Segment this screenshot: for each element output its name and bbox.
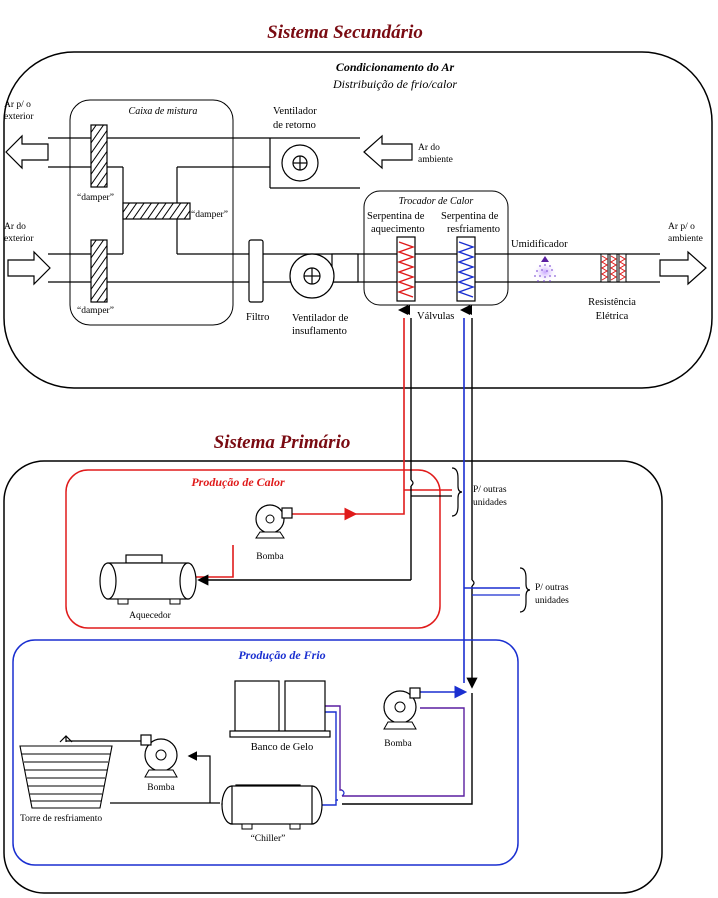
other-units-1-line-2: unidades	[473, 498, 507, 508]
mixing-box-label: Caixa de mistura	[129, 106, 198, 117]
condenser-loop	[59, 735, 220, 804]
air-from-room-1: Ar do	[418, 143, 440, 153]
humidifier-spray	[533, 256, 557, 282]
return-fan	[281, 144, 319, 182]
heat-exchanger-label: Trocador de Calor	[399, 196, 474, 207]
filter-label: Filtro	[246, 312, 269, 323]
supply-fan-label-1: Ventilador de	[292, 313, 349, 324]
cooling-coil-label-1: Serpentina de	[441, 211, 499, 222]
primary-title: Sistema Primário	[214, 432, 351, 453]
hot-water-lines	[196, 318, 452, 586]
air-to-room-1: Ar p/ o	[668, 222, 695, 232]
ice-bank-label: Banco de Gelo	[251, 742, 313, 753]
cold-water-lines	[322, 318, 520, 806]
secondary-title: Sistema Secundário	[267, 22, 423, 43]
secondary-subtitle: Condicionamento do Ar	[336, 60, 455, 74]
intake-arrow	[7, 250, 51, 286]
heater	[99, 554, 197, 605]
cooling-coil	[456, 236, 476, 302]
other-units-2-line-1: P/ outras	[535, 583, 569, 593]
return-duct	[48, 137, 360, 189]
electric-resistance-label-2: Elétrica	[596, 311, 629, 322]
supply-fan-label-2: insuflamento	[292, 326, 347, 337]
humidifier-label: Umidificador	[511, 239, 568, 250]
cold-production-label: Produção de Frio	[238, 648, 325, 662]
air-from-exterior-2: exterior	[4, 234, 34, 244]
valves-label: Válvulas	[417, 311, 454, 322]
air-to-room-2: ambiente	[668, 234, 703, 244]
valve-cooling	[460, 305, 472, 315]
air-from-room-2: ambiente	[418, 155, 453, 165]
tower-pump	[140, 734, 178, 778]
heat-exchanger-box	[363, 190, 509, 306]
return-air-arrow	[363, 134, 413, 170]
cooling-tower	[19, 745, 113, 809]
air-from-exterior-1: Ar do	[4, 222, 26, 232]
other-units-2-line-2: unidades	[535, 596, 569, 606]
primary-frame	[3, 460, 663, 894]
heating-coil-label-2: aquecimento	[371, 224, 425, 235]
damper-top	[90, 124, 108, 188]
pump-cold-label: Bomba	[384, 739, 412, 749]
supply-fan	[289, 253, 359, 299]
return-fan-label-1: Ventilador	[273, 106, 317, 117]
heating-coil-label-1: Serpentina de	[367, 211, 425, 222]
electric-resistance	[600, 253, 627, 283]
damper-label-top: “damper”	[77, 193, 114, 203]
ice-bank	[229, 680, 331, 738]
damper-label-bottom: “damper”	[77, 306, 114, 316]
other-units-bracket-2	[519, 567, 531, 613]
pump-heat-label: Bomba	[256, 552, 284, 562]
heater-label: Aquecedor	[129, 611, 172, 621]
damper-label-mid: “damper”	[191, 210, 228, 220]
heat-production-label: Produção de Calor	[191, 475, 285, 489]
other-units-1-line-1: P/ outras	[473, 485, 507, 495]
air-out-exterior-1: Ar p/ o	[4, 100, 31, 110]
heat-production-box	[65, 469, 441, 629]
return-fan-label-2: de retorno	[273, 120, 316, 131]
valve-heating	[398, 305, 410, 315]
pump-tower-label: Bomba	[147, 783, 175, 793]
chiller-label: “Chiller”	[251, 834, 286, 844]
damper-middle	[122, 202, 191, 220]
cold-production-box	[12, 639, 519, 866]
mixing-box	[69, 99, 234, 326]
secondary-frame	[3, 51, 713, 389]
electric-resistance-label-1: Resistência	[588, 297, 636, 308]
cooling-tower-label: Torre de resfriamento	[20, 813, 102, 824]
heat-pump	[255, 504, 293, 539]
filter	[248, 239, 264, 303]
exhaust-arrow	[5, 134, 49, 170]
heating-coil	[396, 236, 416, 302]
damper-bottom	[90, 239, 108, 303]
air-out-exterior-2: exterior	[4, 112, 34, 122]
supply-air-arrow	[659, 250, 707, 286]
cold-pump	[383, 687, 421, 730]
other-units-bracket-1	[451, 467, 463, 517]
secondary-subtitle-2: Distribuição de frio/calor	[332, 77, 457, 91]
cooling-coil-label-2: resfriamento	[447, 224, 500, 235]
chiller	[221, 784, 323, 830]
